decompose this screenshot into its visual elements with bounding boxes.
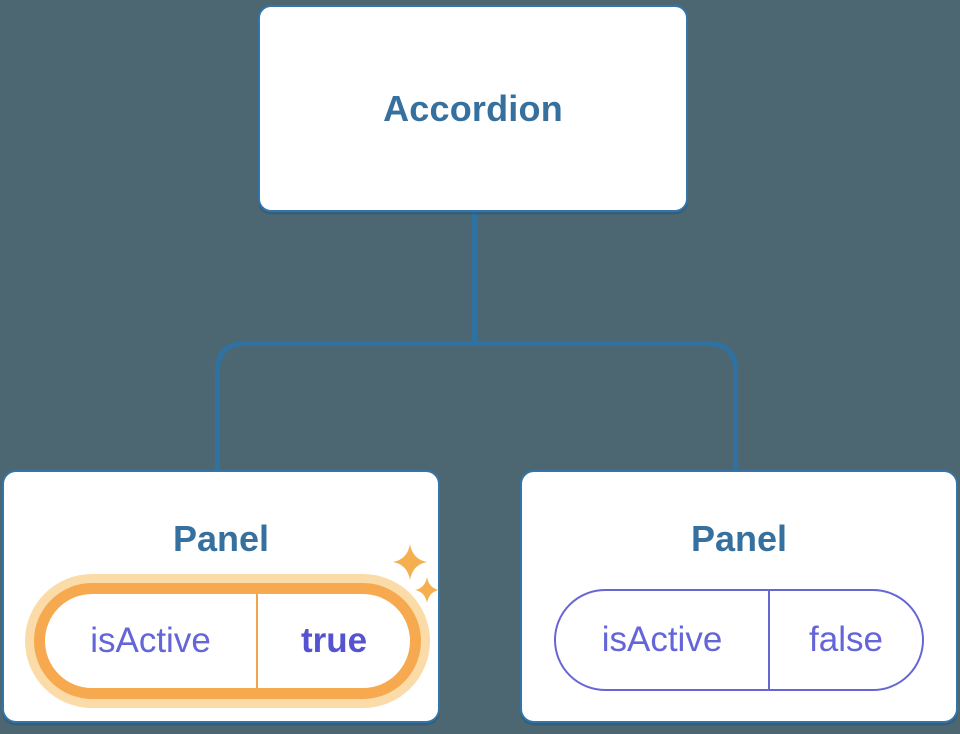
state-value: true [300, 621, 368, 660]
accordion-node: Accordion [258, 5, 688, 212]
pill-divider [256, 594, 258, 688]
state-pill-inactive: isActive false [554, 589, 924, 691]
panel-node-label: Panel [172, 518, 270, 559]
accordion-node-label: Accordion [383, 87, 563, 129]
panel-node-label: Panel [690, 518, 788, 559]
state-value: false [809, 620, 883, 659]
connector-branches [215, 341, 738, 471]
state-key: isActive [601, 620, 723, 659]
panel-node-inactive: Panel isActive false [520, 470, 958, 723]
pill-divider [768, 591, 770, 689]
state-key: isActive [90, 621, 211, 660]
panel-node-active: Panel isActive true [2, 470, 440, 723]
state-pill-active: isActive true [34, 583, 421, 699]
